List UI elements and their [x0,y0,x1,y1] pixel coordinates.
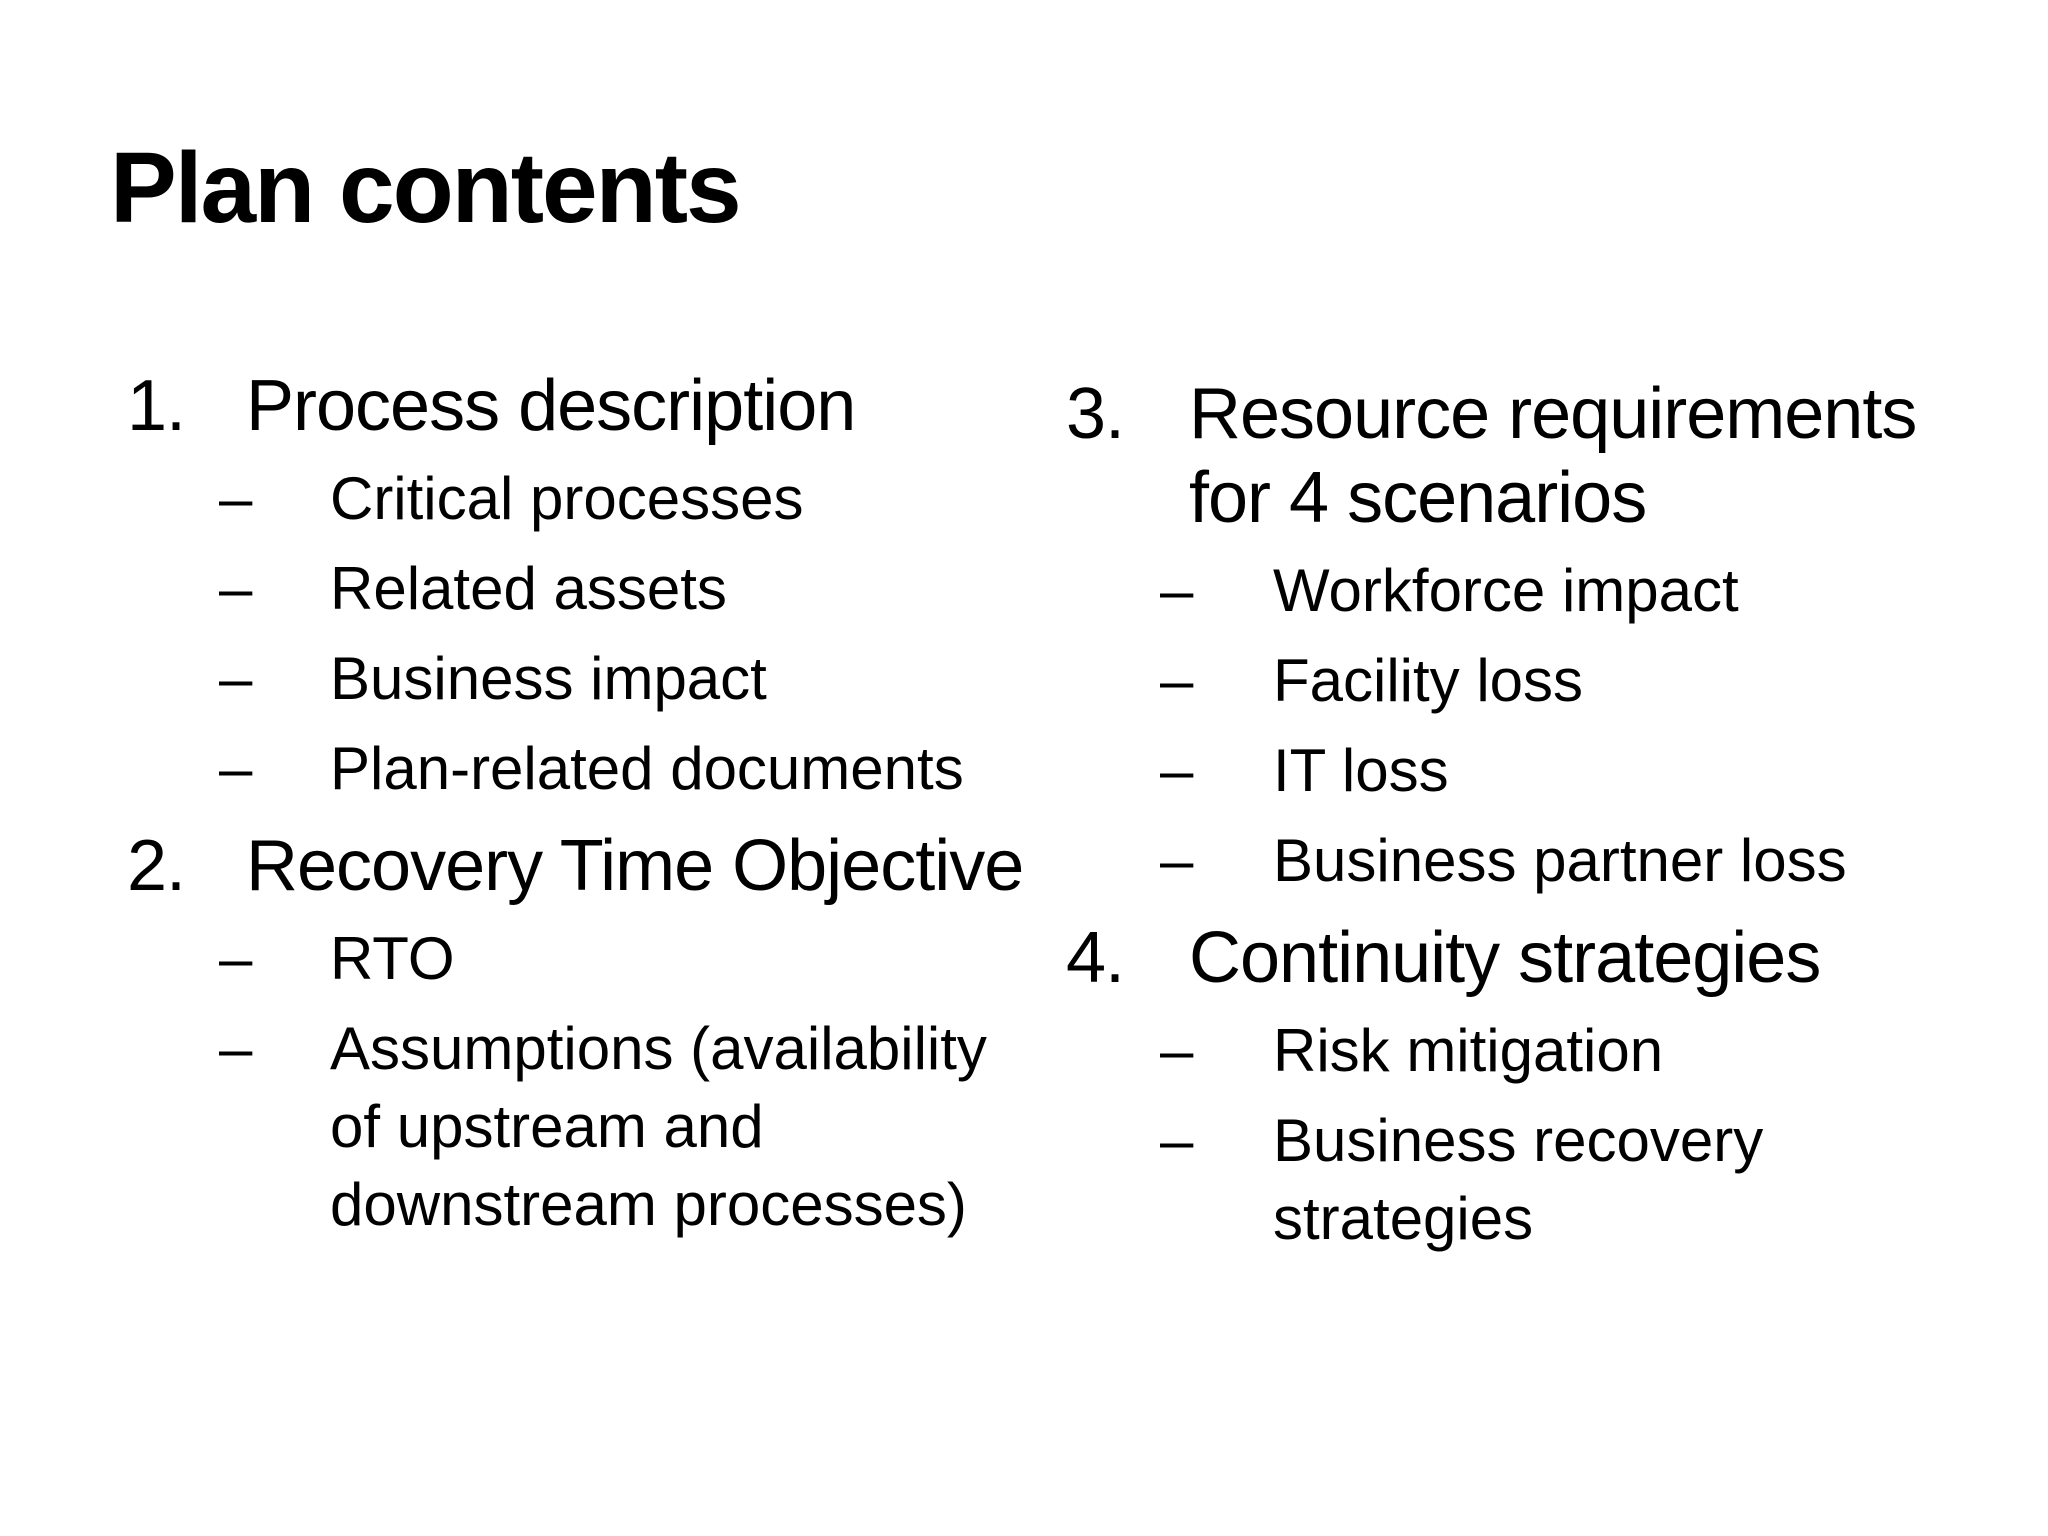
numbered-item-marker: 1. [127,366,186,446]
numbered-item: 4. Continuity strategies [1066,916,2006,1000]
sub-item-text: Related assets [330,555,727,622]
dash-bullet: – [1160,647,1194,714]
sub-item-text: RTO [330,925,455,992]
sub-item-text: Business impact [330,645,767,712]
numbered-item-marker: 2. [127,826,186,906]
sub-item: – Related assets [219,550,1077,628]
numbered-item-text: Process description [246,366,856,446]
sub-item-text: Business recovery strategies [1273,1107,1764,1252]
list-column-left: 1. Process description – Critical proces… [127,364,1077,1260]
sub-item-text: Critical processes [330,465,804,532]
numbered-item-text: Resource requirements for 4 scenarios [1189,374,1917,538]
sub-item: – Facility loss [1160,642,2006,720]
sub-item-text: Facility loss [1273,647,1584,714]
dash-bullet: – [1160,1107,1194,1174]
sub-item: – Business recovery strategies [1160,1102,2006,1258]
numbered-item-marker: 4. [1066,918,1125,998]
list-column-right: 3. Resource requirements for 4 scenarios… [1066,372,2006,1274]
sub-item: – Business partner loss [1160,822,2006,900]
sub-list: – Critical processes – Related assets – … [127,460,1077,808]
numbered-item: 3. Resource requirements for 4 scenarios [1066,372,2006,540]
sub-item: – RTO [219,920,1077,998]
dash-bullet: – [1160,737,1194,804]
sub-item-text: Risk mitigation [1273,1017,1664,1084]
sub-item: – Critical processes [219,460,1077,538]
sub-list: – Risk mitigation – Business recovery st… [1066,1012,2006,1258]
dash-bullet: – [1160,1017,1194,1084]
sub-item: – Assumptions (availability of upstream … [219,1010,1077,1244]
sub-item-text: Assumptions (availability of upstream an… [330,1015,987,1238]
sub-item-text: Business partner loss [1273,827,1847,894]
sub-item: – Workforce impact [1160,552,2006,630]
sub-item-text: Plan-related documents [330,735,964,802]
sub-item: – IT loss [1160,732,2006,810]
numbered-item: 2. Recovery Time Objective [127,824,1077,908]
dash-bullet: – [1160,557,1194,624]
dash-bullet: – [219,465,253,532]
slide-title: Plan contents [110,132,742,244]
sub-item: – Plan-related documents [219,730,1077,808]
dash-bullet: – [219,1015,253,1082]
dash-bullet: – [219,645,253,712]
sub-item-text: IT loss [1273,737,1449,804]
dash-bullet: – [219,555,253,622]
numbered-item-text: Continuity strategies [1189,918,1821,998]
sub-item: – Business impact [219,640,1077,718]
dash-bullet: – [219,925,253,992]
sub-list: – Workforce impact – Facility loss – IT … [1066,552,2006,900]
sub-item-text: Workforce impact [1273,557,1739,624]
numbered-item-text: Recovery Time Objective [246,826,1024,906]
sub-list: – RTO – Assumptions (availability of ups… [127,920,1077,1244]
numbered-item-marker: 3. [1066,374,1125,454]
dash-bullet: – [1160,827,1194,894]
sub-item: – Risk mitigation [1160,1012,2006,1090]
dash-bullet: – [219,735,253,802]
numbered-item: 1. Process description [127,364,1077,448]
